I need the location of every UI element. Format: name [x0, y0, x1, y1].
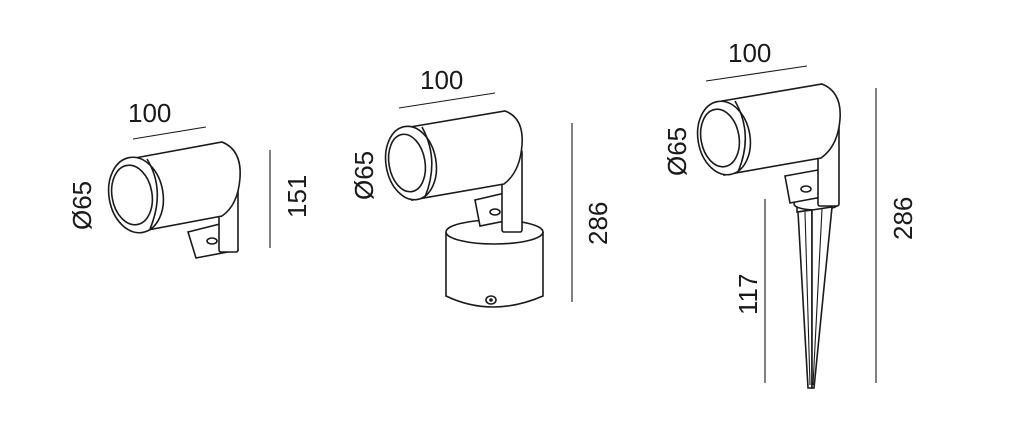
width-dimension-line: [132, 126, 207, 140]
fixture-surface-mount: 100 Ø65 151: [67, 98, 312, 259]
diameter-label: Ø65: [662, 127, 692, 176]
height-label: 286: [583, 202, 613, 245]
ground-spike: [793, 195, 839, 389]
lamp-body: [107, 141, 241, 234]
fixture-spike-mount: 100 Ø65 286 117: [662, 38, 918, 389]
width-label: 100: [420, 65, 463, 95]
width-dimension-line: [705, 65, 808, 82]
height-label: 286: [888, 197, 918, 240]
lamp-body: [696, 83, 841, 176]
fixture-canopy-mount: 100 Ø65 286: [349, 65, 613, 308]
spike-length-label: 117: [733, 274, 763, 315]
width-label: 100: [728, 38, 771, 68]
diameter-label: Ø65: [67, 181, 97, 230]
width-dimension-line: [398, 92, 496, 109]
height-label: 151: [282, 175, 312, 218]
lamp-body: [384, 110, 523, 201]
diameter-label: Ø65: [349, 151, 379, 200]
canopy-base: [445, 219, 544, 308]
width-label: 100: [128, 98, 171, 128]
